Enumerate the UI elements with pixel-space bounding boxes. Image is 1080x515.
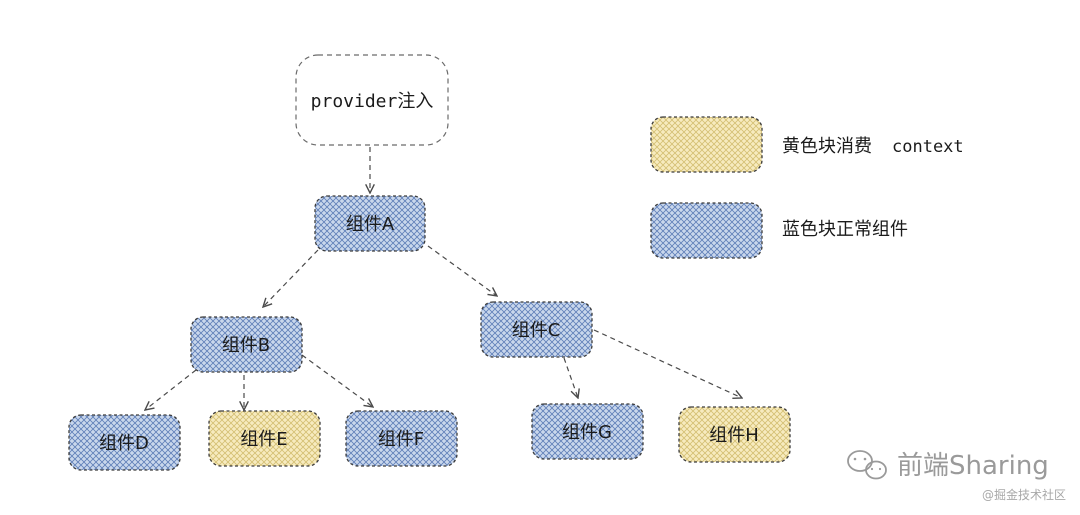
nodes: 组件A 组件B 组件C 组件D 组件E 组件F 组件G 组件H bbox=[68, 195, 791, 471]
legend-yellow-label: 黄色块消费 bbox=[782, 136, 872, 157]
edge-a-to-b bbox=[263, 249, 319, 307]
node-h: 组件H bbox=[678, 406, 791, 463]
wechat-icon bbox=[847, 450, 887, 480]
edge-b-to-d bbox=[145, 369, 197, 410]
node-a: 组件A bbox=[314, 195, 426, 252]
legend-yellow-code: context bbox=[892, 137, 964, 157]
legend-item-blue: 蓝色块正常组件 bbox=[650, 202, 908, 259]
node-h-label: 组件H bbox=[709, 425, 759, 446]
node-c-label: 组件C bbox=[512, 320, 561, 341]
node-e: 组件E bbox=[208, 410, 321, 467]
edge-c-to-g bbox=[563, 357, 578, 398]
node-c: 组件C bbox=[480, 301, 593, 358]
legend-swatch-blue bbox=[650, 202, 763, 259]
watermark: 前端Sharing @掘金技术社区 bbox=[847, 450, 1066, 502]
node-f-label: 组件F bbox=[378, 429, 424, 450]
provider-node: provider注入 bbox=[295, 54, 449, 146]
edges bbox=[145, 147, 742, 410]
node-f: 组件F bbox=[345, 410, 458, 467]
legend-item-yellow: 黄色块消费 context bbox=[650, 116, 964, 173]
legend: 黄色块消费 context 蓝色块正常组件 bbox=[650, 116, 964, 259]
node-e-label: 组件E bbox=[240, 429, 287, 450]
node-g-label: 组件G bbox=[562, 422, 612, 443]
node-d-label: 组件D bbox=[99, 433, 149, 454]
provider-label: provider注入 bbox=[311, 91, 434, 112]
edge-c-to-h bbox=[593, 329, 742, 398]
watermark-subtitle: @掘金技术社区 bbox=[982, 487, 1066, 502]
node-b-label: 组件B bbox=[222, 335, 270, 356]
edge-a-to-c bbox=[427, 245, 497, 296]
node-a-label: 组件A bbox=[346, 214, 395, 235]
watermark-title: 前端Sharing bbox=[897, 451, 1049, 481]
node-b: 组件B bbox=[190, 316, 303, 373]
legend-swatch-yellow bbox=[650, 116, 763, 173]
node-d: 组件D bbox=[68, 414, 181, 471]
legend-blue-label: 蓝色块正常组件 bbox=[782, 219, 908, 240]
node-g: 组件G bbox=[531, 403, 644, 460]
edge-b-to-f bbox=[301, 354, 373, 407]
